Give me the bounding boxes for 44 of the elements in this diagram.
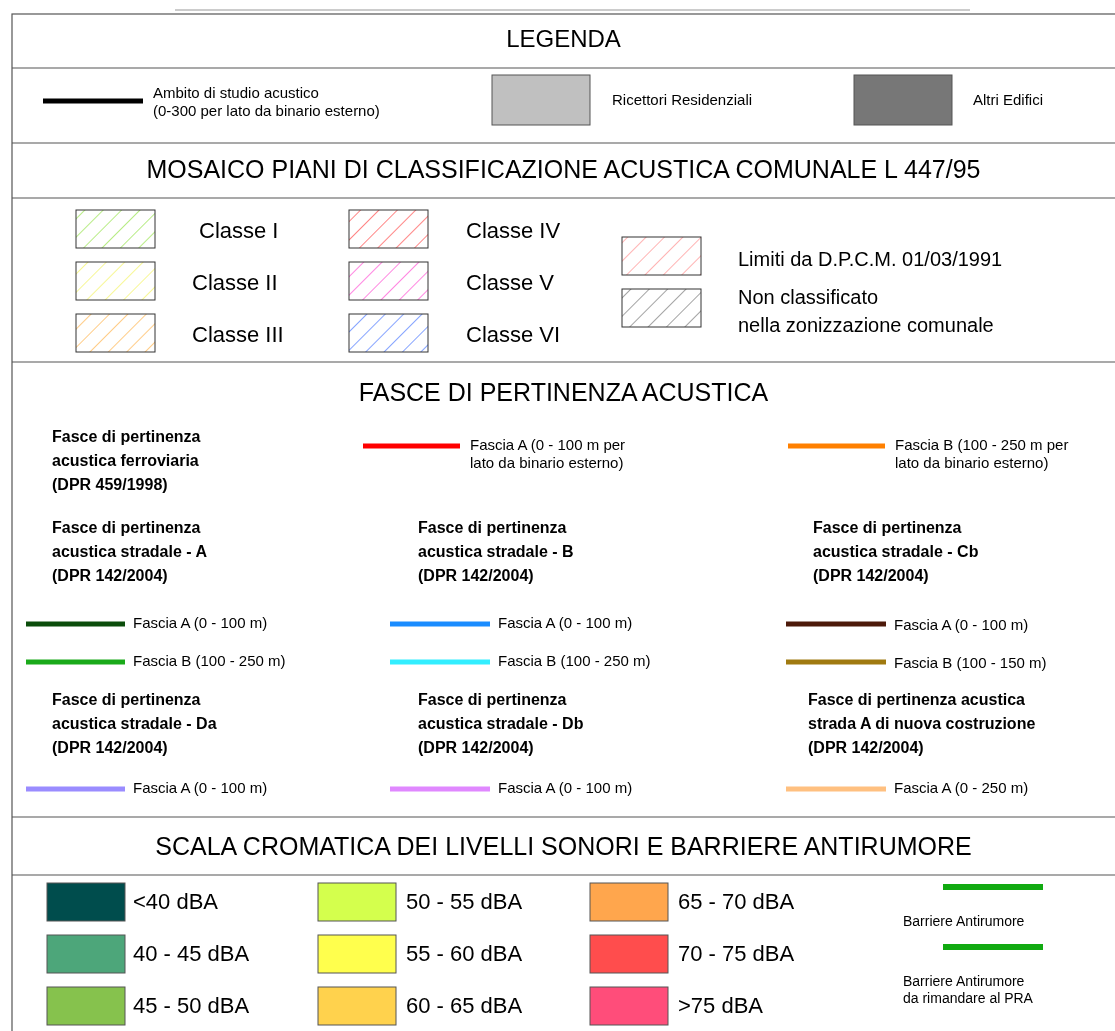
legend-text: Fascia A (0 - 100 m) — [498, 614, 633, 632]
legend-text: Classe II — [192, 270, 278, 297]
legend-text: Classe IV — [466, 218, 561, 245]
legend-text: 45 - 50 dBA — [133, 993, 250, 1020]
legend-text: Fascia B (100 - 250 m) — [133, 652, 286, 670]
section-heading: FASCE DI PERTINENZA ACUSTICA — [357, 377, 770, 407]
legend-text: <40 dBA — [133, 889, 218, 916]
group-heading: Fasce di pertinenza acustica strada A di nuova costruzione (DPR 142/2004) — [808, 690, 1036, 758]
section-heading: MOSAICO PIANI DI CLASSIFICAZIONE ACUSTICA COMUNALE L 447/95 — [145, 154, 982, 184]
group-heading: Fasce di pertinenza acustica stradale - Da (DPR 142/2004) — [52, 690, 217, 758]
legend-text: Ricettori Residenziali — [612, 91, 753, 109]
legend-text: Fascia A (0 - 100 m) — [894, 616, 1029, 634]
group-heading: Fasce di pertinenza acustica stradale - B (DPR 142/2004) — [418, 518, 574, 586]
group-heading: Fasce di pertinenza acustica stradale - Db (DPR 142/2004) — [418, 690, 584, 758]
legend-text: 40 - 45 dBA — [133, 941, 250, 968]
legend-text: Fascia B (100 - 250 m) — [498, 652, 651, 670]
legend-text: 70 - 75 dBA — [678, 941, 795, 968]
legend-text: 50 - 55 dBA — [406, 889, 523, 916]
legend-text: Non classificato nella zonizzazione comunale — [738, 285, 994, 338]
legend-title: LEGENDA — [505, 25, 622, 53]
legend-text: Barriere Antirumore da rimandare al PRA — [903, 973, 1033, 1007]
legend-text: 60 - 65 dBA — [406, 993, 523, 1020]
legend-text: Fascia A (0 - 100 m) — [133, 779, 268, 797]
legend-text: Fascia B (100 - 150 m) — [894, 654, 1047, 672]
legend-text: 65 - 70 dBA — [678, 889, 795, 916]
group-heading: Fasce di pertinenza acustica ferroviaria (DPR 459/1998) — [52, 427, 201, 495]
legend-text: Fascia B (100 - 250 m per lato da binario esterno) — [895, 436, 1069, 472]
legend-text: Classe III — [192, 322, 284, 349]
legend-text: Classe I — [199, 218, 279, 245]
legend-text: Classe VI — [466, 322, 561, 349]
legend-text: Fascia A (0 - 100 m per lato da binario esterno) — [470, 436, 626, 472]
legend-text: Ambito di studio acustico (0-300 per lato da binario esterno) — [153, 84, 380, 120]
section-heading: SCALA CROMATICA DEI LIVELLI SONORI E BARRIERE ANTIRUMORE — [154, 831, 973, 861]
legend-text: Fascia A (0 - 100 m) — [133, 614, 268, 632]
legend-text: 55 - 60 dBA — [406, 941, 523, 968]
legend-text: Limiti da D.P.C.M. 01/03/1991 — [738, 247, 1003, 271]
legend-text: Barriere Antirumore — [903, 913, 1025, 930]
legend-text: >75 dBA — [678, 993, 763, 1020]
group-heading: Fasce di pertinenza acustica stradale - A (DPR 142/2004) — [52, 518, 208, 586]
legend-text: Altri Edifici — [973, 91, 1043, 109]
legend-text: Fascia A (0 - 250 m) — [894, 779, 1029, 797]
legend-text: Fascia A (0 - 100 m) — [498, 779, 633, 797]
legend-text: Classe V — [466, 270, 555, 297]
group-heading: Fasce di pertinenza acustica stradale - Cb (DPR 142/2004) — [813, 518, 979, 586]
